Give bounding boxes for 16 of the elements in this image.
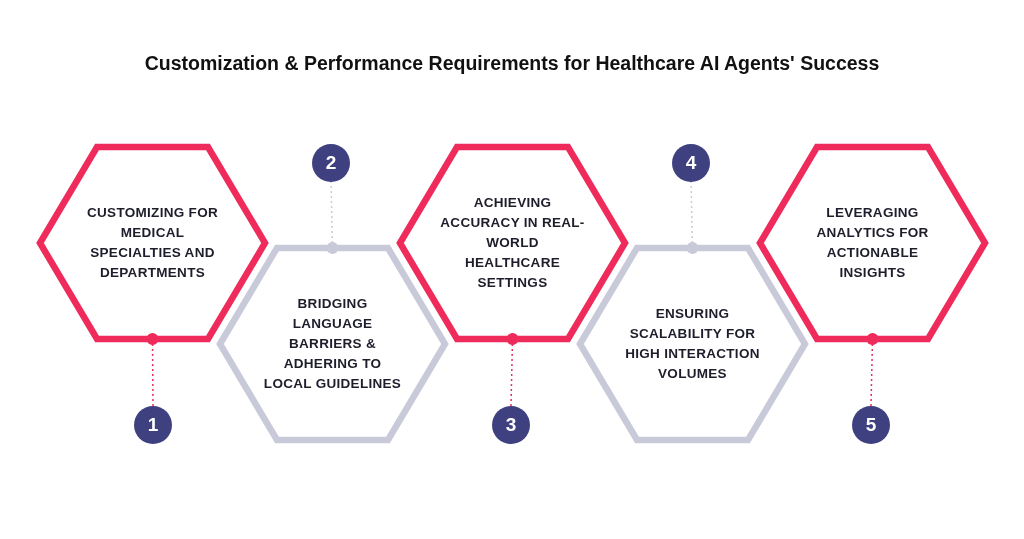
step-text: ENSURING SCALABILITY FOR HIGH INTERACTION VOLUMES	[624, 305, 761, 383]
step-number: 3	[492, 406, 530, 444]
dotted-connector	[686, 181, 699, 254]
dotted-connector	[866, 333, 879, 407]
title: Customization & Performance Requirements for Healthcare AI Agents' Success	[143, 52, 881, 75]
step-text: BRIDGING LANGUAGE BARRIERS & ADHERING TO LOCAL GUIDELINES	[262, 295, 403, 393]
step-text: CUSTOMIZING FOR MEDICAL SPECIALTIES AND DEPARTMENTS	[86, 204, 219, 282]
step-text: ACHIEVING ACCURACY IN REAL-WORLD HEALTHCARE SETTINGS	[440, 194, 585, 292]
dotted-connector	[506, 333, 519, 407]
step-number: 4	[672, 144, 710, 182]
step-text: LEVERAGING ANALYTICS FOR ACTIONABLE INSIGHTS	[815, 204, 930, 282]
dotted-connector	[146, 333, 159, 407]
dotted-connector	[326, 181, 339, 254]
step-number: 2	[312, 144, 350, 182]
step-number: 5	[852, 406, 890, 444]
step-number: 1	[134, 406, 172, 444]
